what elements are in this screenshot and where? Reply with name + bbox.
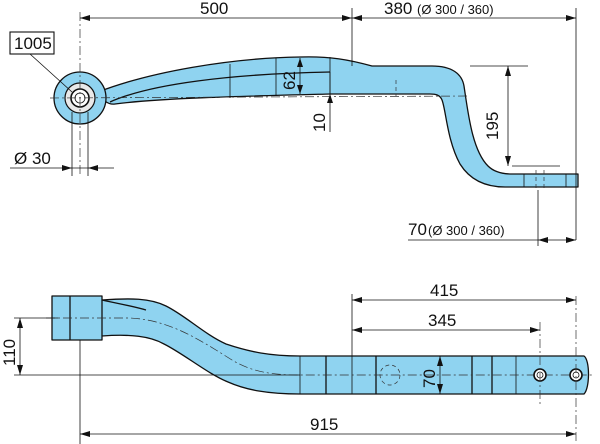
dim-70-label: 70 [408, 220, 427, 239]
leader-line [29, 53, 73, 93]
arrowhead [437, 356, 443, 366]
part-tag-box [9, 31, 55, 55]
bend-line [101, 299, 147, 311]
plan-centerline [46, 317, 592, 376]
arrowhead [566, 431, 576, 437]
arrowhead [297, 58, 303, 67]
hidden-center-hole [379, 364, 401, 386]
dim-500-label: 500 [200, 0, 228, 18]
arrowhead [17, 365, 23, 375]
dim-345-label: 345 [428, 311, 456, 330]
arrowhead [566, 15, 576, 21]
arrowhead [505, 66, 511, 76]
dim-415-label: 415 [430, 281, 458, 300]
side-view: 500 380 (Ø 300 / 360) 62 10 195 Ø 30 [9, 0, 579, 246]
arrowhead [352, 327, 362, 333]
part-tag-label: 1005 [14, 34, 52, 53]
dim-62-label: 62 [280, 71, 299, 90]
dim-10-label: 10 [310, 113, 329, 132]
arrowhead [352, 15, 362, 21]
arrowhead [17, 318, 23, 328]
arrowhead [566, 237, 576, 243]
arrowhead [62, 165, 72, 171]
dim-70-width-label: 70 [420, 369, 439, 388]
arrowhead [80, 431, 90, 437]
leaf-lower-line [109, 71, 331, 103]
arrowhead [88, 165, 98, 171]
arrowhead [80, 15, 90, 21]
plan-view: 110 415 345 70 915 [0, 281, 592, 444]
arrowhead [566, 297, 576, 303]
arrowhead [297, 85, 303, 94]
dim-380-label: 380 [384, 0, 412, 18]
arrowhead [538, 237, 548, 243]
dim-70-note: (Ø 300 / 360) [428, 223, 505, 238]
dim-915-label: 915 [310, 415, 338, 434]
dim-30-label: Ø 30 [14, 149, 51, 168]
arrowhead [352, 297, 362, 303]
arrowhead [327, 94, 333, 103]
dim-195-label: 195 [483, 112, 502, 140]
arrowhead [505, 156, 511, 166]
leaf-centerline [49, 95, 471, 99]
spring-leaf-side [97, 56, 579, 188]
arrowhead [342, 15, 352, 21]
spring-leaf-plan [51, 295, 590, 395]
arrowhead [437, 384, 443, 394]
dim-110-label: 110 [0, 339, 19, 366]
dim-380-note: (Ø 300 / 360) [417, 2, 494, 17]
arrowhead [530, 327, 540, 333]
